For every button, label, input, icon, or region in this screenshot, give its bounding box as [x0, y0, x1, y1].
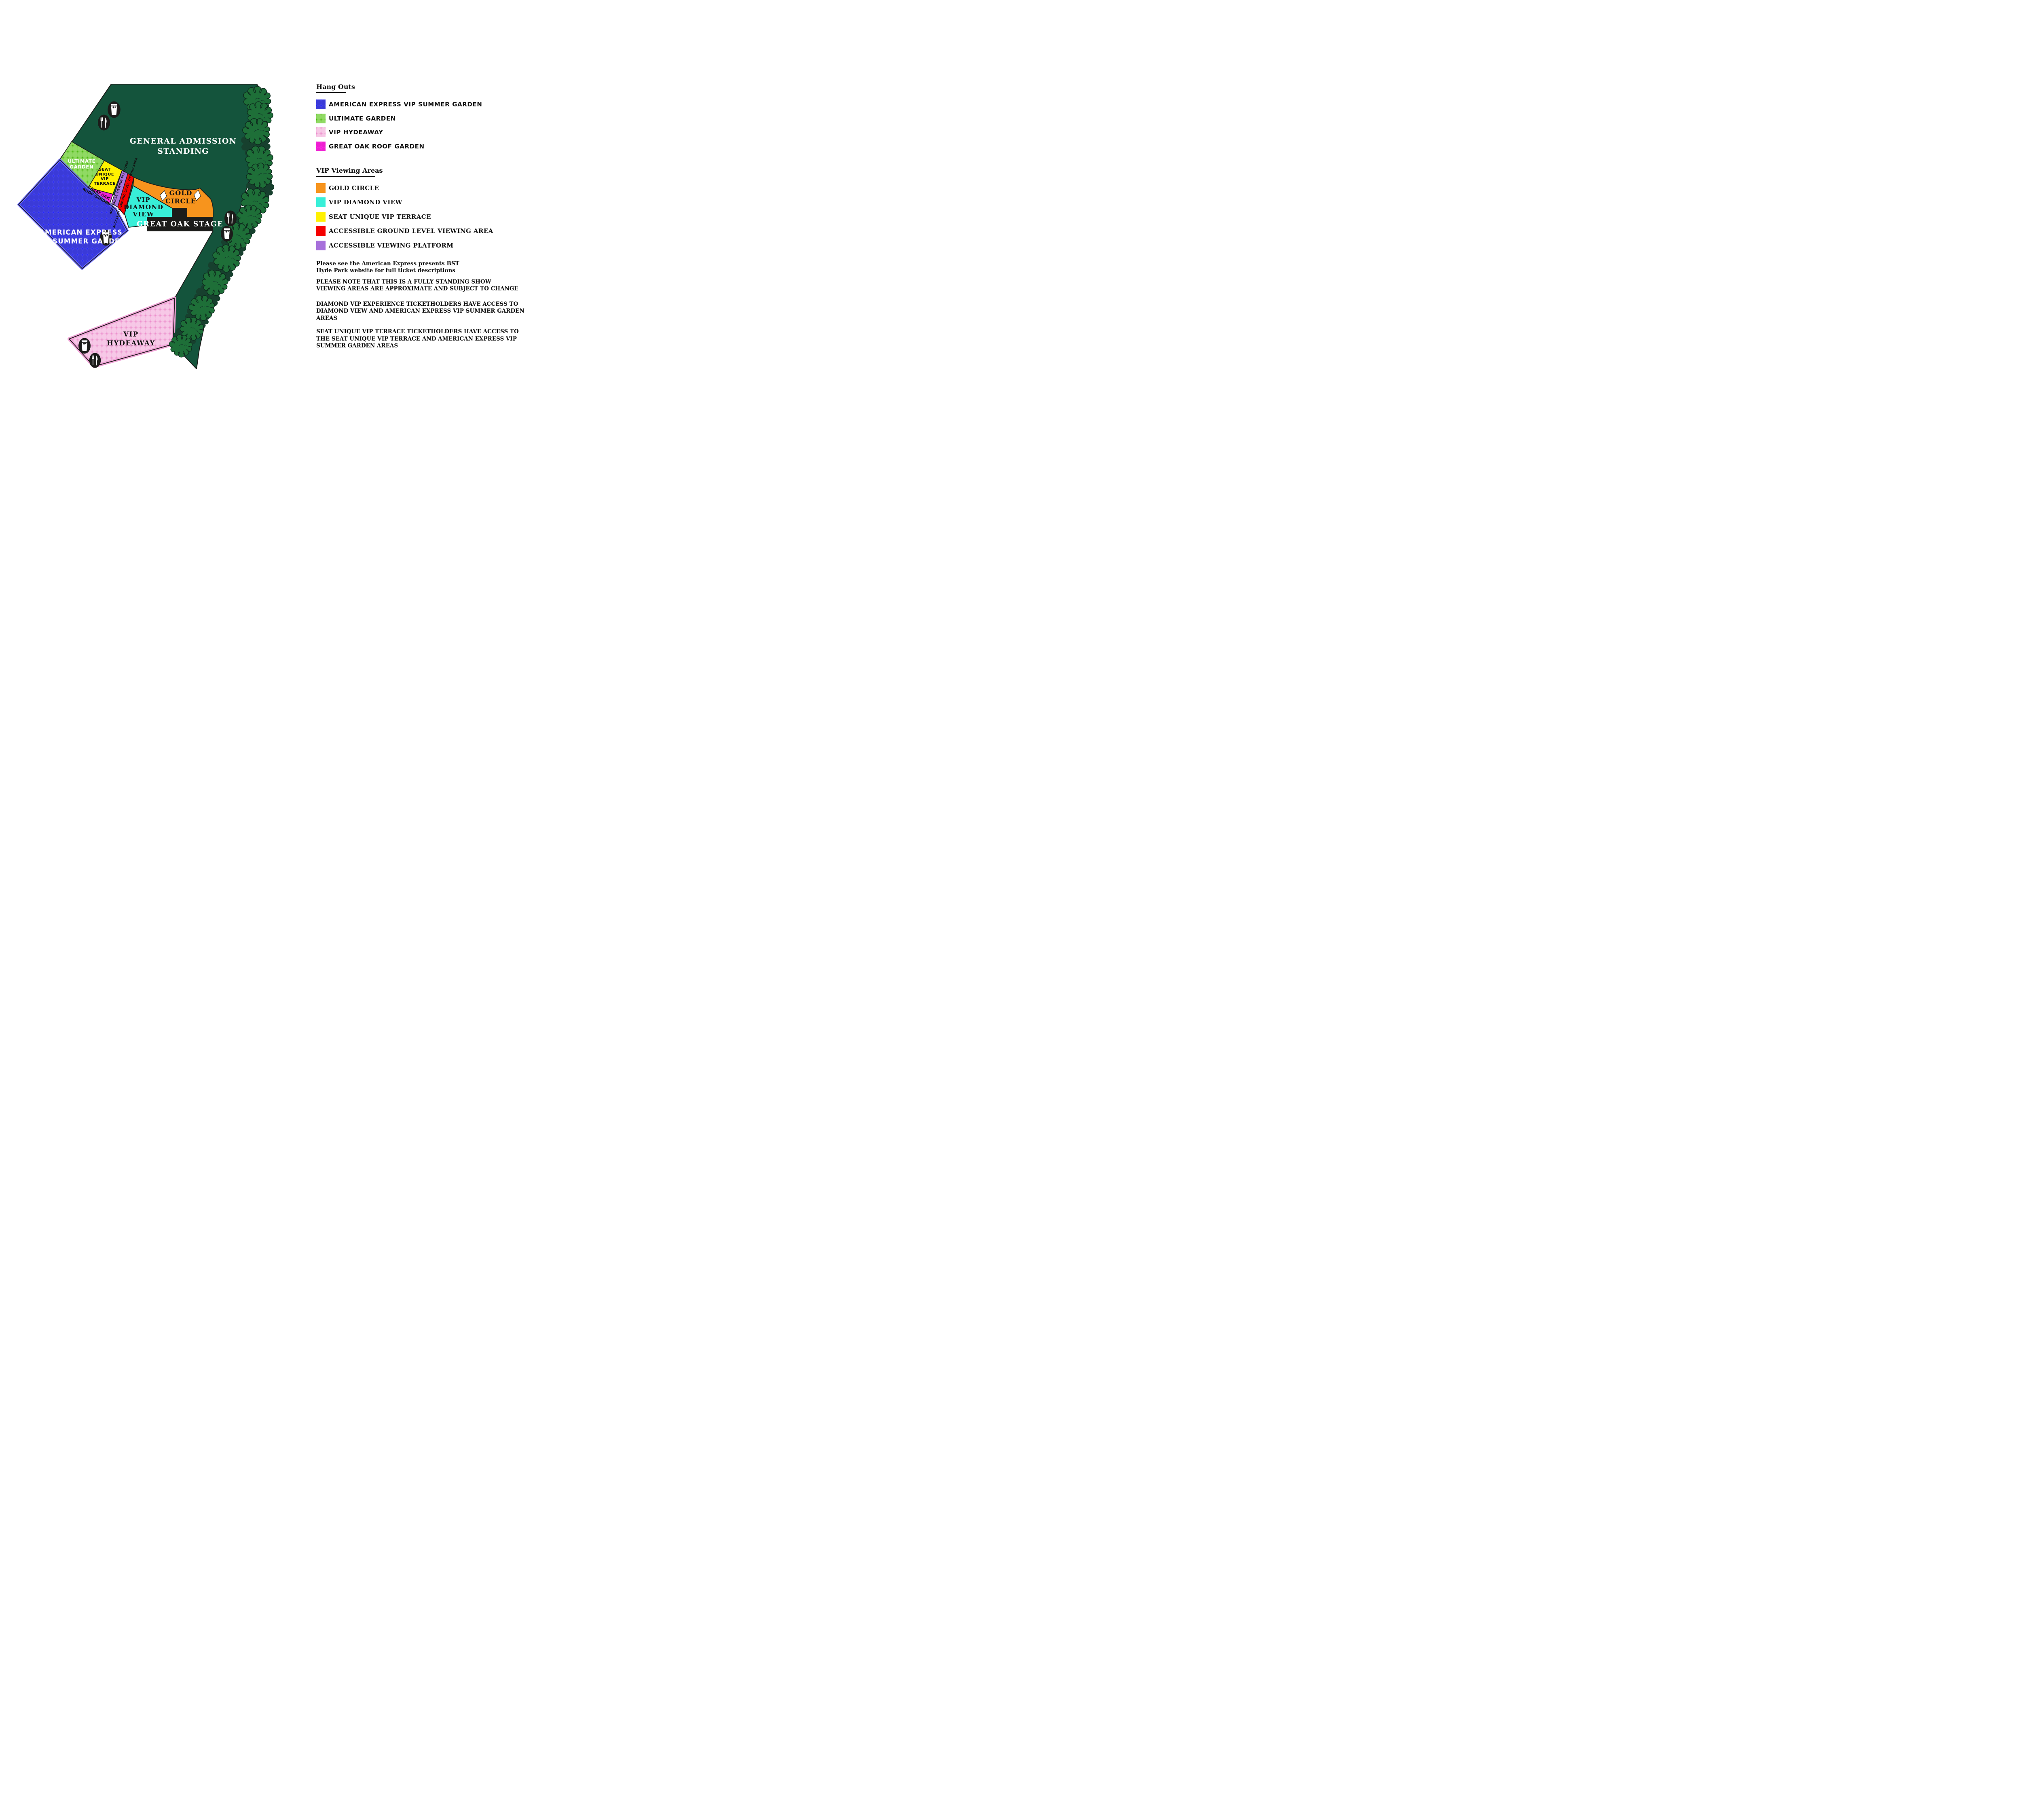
- legend-item-label: AMERICAN EXPRESS VIP SUMMER GARDEN: [329, 101, 482, 108]
- vip-hydeaway-swatch: [316, 127, 326, 138]
- legend-item-great-oak-roof-garden: GREAT OAK ROOF GARDEN: [316, 141, 559, 151]
- legend-panel: Hang Outs AMERICAN EXPRESS VIP SUMMER GA…: [316, 83, 559, 350]
- legend-item-gold-circle: GOLD CIRCLE: [316, 183, 559, 193]
- legend-vip-viewing-areas: VIP Viewing Areas GOLD CIRCLE VIP DIAMON…: [316, 167, 559, 250]
- amex-swatch: [316, 99, 326, 110]
- ultimate-garden-swatch: [316, 113, 326, 123]
- legend-item-label: ACCESSIBLE GROUND LEVEL VIEWING AREA: [329, 227, 493, 235]
- label-amex-vip-summer-garden: AMERICAN EXPRESS VIP SUMMER GARDEN: [36, 229, 126, 245]
- note-seat-unique-access: SEAT UNIQUE VIP TERRACE TICKETHOLDERS HA…: [316, 328, 519, 349]
- legend-item-seat-unique-vip-terrace: SEAT UNIQUE VIP TERRACE: [316, 212, 559, 222]
- great-oak-stage: [147, 208, 213, 231]
- vip-viewing-areas-title: VIP Viewing Areas: [316, 166, 383, 174]
- legend-item-vip-hydeaway: VIP HYDEAWAY: [316, 127, 559, 138]
- legend-item-label: ACCESSIBLE VIEWING PLATFORM: [329, 241, 454, 249]
- label-gold-circle: GOLD CIRCLE: [165, 189, 196, 205]
- ticket-notes: Please see the American Express presents…: [316, 260, 559, 350]
- label-great-oak-stage: GREAT OAK STAGE: [137, 220, 223, 229]
- legend-hang-outs: Hang Outs AMERICAN EXPRESS VIP SUMMER GA…: [316, 83, 559, 151]
- legend-item-label: VIP DIAMOND VIEW: [329, 199, 402, 206]
- legend-item-accessible-viewing-platform: ACCESSIBLE VIEWING PLATFORM: [316, 240, 559, 250]
- legend-item-accessible-ground-level-viewing-area: ACCESSIBLE GROUND LEVEL VIEWING AREA: [316, 226, 559, 236]
- fork-and-knife-icon: [98, 114, 110, 131]
- great-oak-roof-garden-swatch: [316, 141, 326, 151]
- label-vip-diamond-view: VIP DIAMOND VIEW: [123, 196, 164, 218]
- hang-outs-underline: [316, 92, 346, 93]
- legend-item-label: VIP HYDEAWAY: [329, 129, 383, 136]
- legend-item-amex-vip-summer-garden: AMERICAN EXPRESS VIP SUMMER GARDEN: [316, 99, 559, 110]
- note-website: Please see the American Express presents…: [316, 260, 459, 274]
- accessible-viewing-platform-swatch: [316, 240, 326, 250]
- note-standing-show: PLEASE NOTE THAT THIS IS A FULLY STANDIN…: [316, 278, 518, 292]
- area-accessible-ground-level-viewing-area: [117, 173, 134, 215]
- legend-item-label: GREAT OAK ROOF GARDEN: [329, 142, 425, 150]
- venue-map-page: GENERAL ADMISSION STANDING ULTIMATE GARD…: [0, 0, 569, 455]
- legend-item-ultimate-garden: ULTIMATE GARDEN: [316, 113, 559, 123]
- legend-item-label: ULTIMATE GARDEN: [329, 114, 396, 122]
- label-ultimate-garden: ULTIMATE GARDEN: [68, 158, 96, 169]
- gold-circle-swatch: [316, 183, 326, 193]
- fork-and-knife-icon: [89, 353, 101, 368]
- area-gold-circle: [133, 177, 214, 218]
- legend-item-vip-diamond-view: VIP DIAMOND VIEW: [316, 197, 559, 207]
- accessible-ground-level-swatch: [316, 226, 326, 236]
- note-diamond-vip-access: DIAMOND VIP EXPERIENCE TICKETHOLDERS HAV…: [316, 301, 525, 322]
- fork-and-knife-icon: [224, 210, 237, 226]
- vip-diamond-view-swatch: [316, 197, 326, 207]
- seat-unique-vip-terrace-swatch: [316, 212, 326, 222]
- label-general-admission: GENERAL ADMISSION STANDING: [129, 137, 237, 156]
- vip-viewing-areas-underline: [316, 176, 375, 177]
- pint-glass-icon: [108, 101, 121, 118]
- pint-glass-icon: [78, 338, 91, 354]
- venue-map: [17, 84, 278, 369]
- hang-outs-title: Hang Outs: [316, 83, 355, 91]
- area-amex-vip-summer-garden: [17, 159, 129, 270]
- label-vip-hydeaway: VIP HYDEAWAY: [107, 330, 155, 347]
- legend-item-label: GOLD CIRCLE: [329, 184, 379, 192]
- legend-item-label: SEAT UNIQUE VIP TERRACE: [329, 213, 431, 220]
- label-seat-unique-vip-terrace: SEAT UNIQUE VIP TERRACE: [94, 167, 116, 186]
